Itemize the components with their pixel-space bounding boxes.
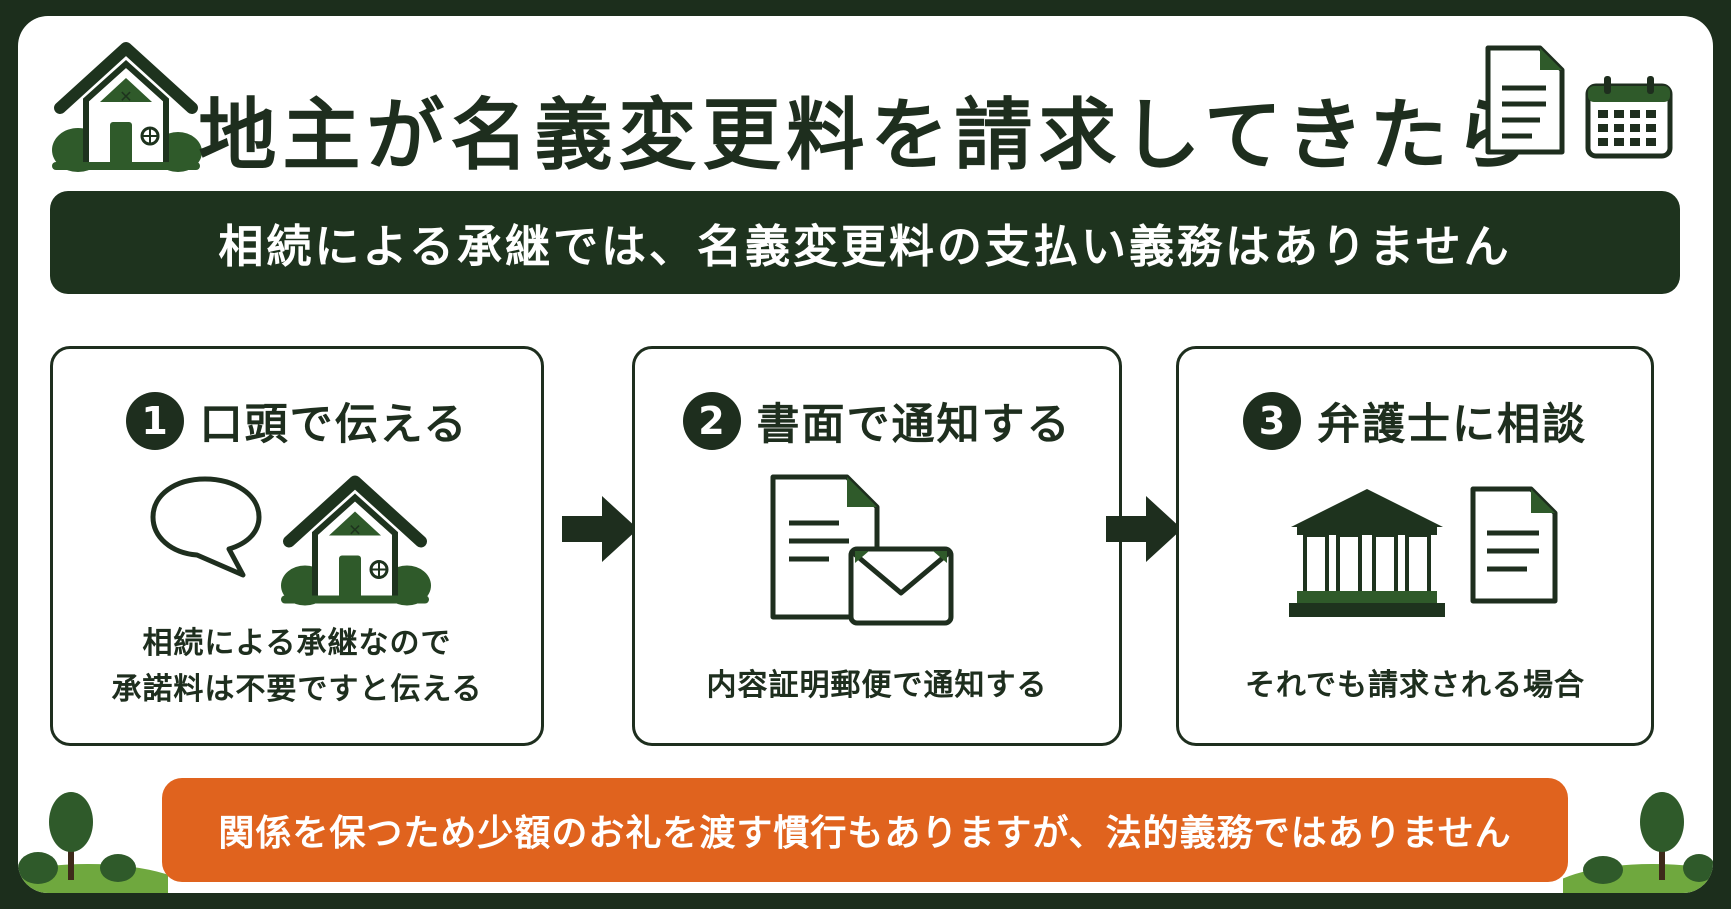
document-icon bbox=[1470, 486, 1558, 604]
step-title: 書面で通知する bbox=[756, 400, 1072, 450]
courthouse-icon bbox=[1289, 489, 1445, 617]
speech-bubble-icon bbox=[150, 476, 262, 578]
step-description: 内容証明郵便で通知する bbox=[635, 663, 1119, 709]
step-description-line: それでも請求される場合 bbox=[1244, 668, 1586, 703]
footer-note: 関係を保つため少額のお礼を渡す慣行もありますが、法的義務ではありません bbox=[162, 778, 1568, 882]
calendar-icon bbox=[1585, 76, 1673, 159]
step-title: 口頭で伝える bbox=[199, 400, 469, 450]
step-description-line: 内容証明郵便で通知する bbox=[706, 668, 1048, 703]
key-message-banner: 相続による承継では、名義変更料の支払い義務はありません bbox=[50, 191, 1680, 294]
step-description-line: 相続による承継なので bbox=[142, 626, 452, 661]
step-title: 弁護士に相談 bbox=[1317, 400, 1587, 450]
house-icon: ✕ bbox=[52, 42, 202, 172]
step-number-badge: 2 bbox=[682, 392, 741, 450]
tree-icon bbox=[18, 792, 168, 893]
step-number-badge: 3 bbox=[1243, 392, 1301, 450]
infographic-frame: ✕ 地主が名義変更料を請求してきたら 相続による承継では、名義変更料の支払い義務… bbox=[18, 16, 1713, 893]
step-description-line: 承諾料は不要ですと伝える bbox=[111, 672, 483, 707]
step-card-2: 2 書面で通知する 内容証明郵便で通知する bbox=[632, 346, 1122, 746]
arrow-right-icon bbox=[1106, 496, 1182, 562]
page-title: 地主が名義変更料を請求してきたら bbox=[198, 91, 1538, 181]
arrow-right-icon bbox=[562, 496, 638, 562]
step-description: 相続による承継なので 承諾料は不要ですと伝える bbox=[53, 621, 541, 713]
svg-text:✕: ✕ bbox=[348, 521, 361, 540]
envelope-icon bbox=[848, 546, 954, 626]
step-number-badge: 1 bbox=[125, 392, 184, 450]
house-icon: ✕ bbox=[281, 475, 431, 606]
tree-icon bbox=[1563, 792, 1713, 893]
step-description: それでも請求される場合 bbox=[1179, 663, 1651, 709]
svg-text:✕: ✕ bbox=[119, 87, 132, 106]
step-card-3: 3 弁護士に相談 それでも請求される場合 bbox=[1176, 346, 1654, 746]
document-icon bbox=[1485, 45, 1565, 155]
step-card-1: 1 口頭で伝える ✕ 相続による承継なので 承諾料は不要ですと伝える bbox=[50, 346, 544, 746]
